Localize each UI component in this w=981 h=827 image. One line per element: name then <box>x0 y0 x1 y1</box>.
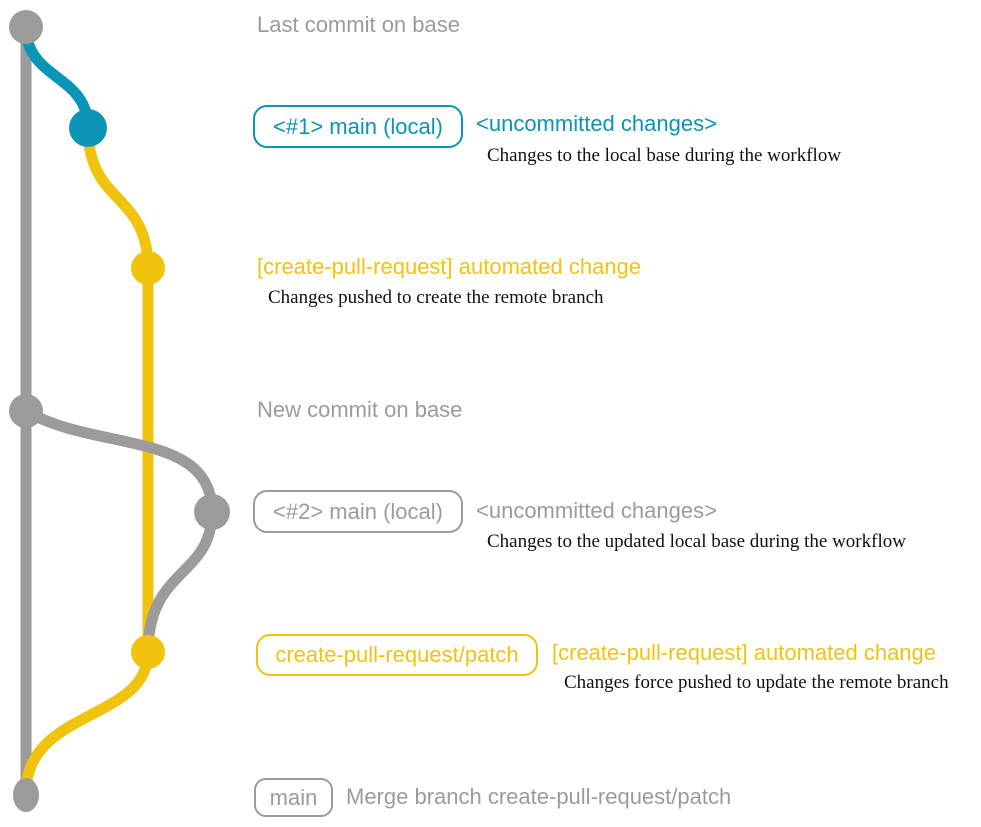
merge-commit-label: Merge branch create-pull-request/patch <box>346 784 732 809</box>
uncommitted-changes-title-1: <uncommitted changes> <box>476 111 717 136</box>
automated-change-title-2: [create-pull-request] automated change <box>552 640 937 665</box>
branch-badge-main-local-1: <#1> main (local) <box>253 105 463 148</box>
uncommitted-changes-desc-1: Changes to the local base during the wor… <box>487 145 842 166</box>
uncommitted-changes-desc-2: Changes to the updated local base during… <box>487 531 906 552</box>
automated-change-desc-1: Changes pushed to create the remote bran… <box>268 287 604 308</box>
branch-badge-create-pull-request-patch: create-pull-request/patch <box>256 634 538 676</box>
remote-branch-curve-1 <box>82 127 154 269</box>
branch-badge-main-local-2: <#2> main (local) <box>253 490 463 533</box>
automated-change-desc-2: Changes force pushed to update the remot… <box>564 672 949 693</box>
commit-node-last-base <box>9 10 43 44</box>
commit-node-local-2 <box>194 494 230 530</box>
commit-node-remote-2 <box>131 635 165 669</box>
automated-change-title-1: [create-pull-request] automated change <box>257 254 642 279</box>
commit-node-new-base <box>9 394 43 428</box>
local-branch-1-line <box>20 26 94 129</box>
branch-badge-main: main <box>254 778 333 817</box>
remote-branch-merge-curve <box>20 651 154 794</box>
commit-node-remote-1 <box>131 251 165 285</box>
commit-node-local-1 <box>69 109 107 147</box>
local-branch-2-to-remote-line <box>142 511 218 653</box>
local-branch-2-line <box>23 406 218 513</box>
commit-node-merge <box>13 778 39 812</box>
new-commit-label: New commit on base <box>257 397 463 422</box>
last-commit-label: Last commit on base <box>257 12 460 37</box>
uncommitted-changes-title-2: <uncommitted changes> <box>476 498 717 523</box>
